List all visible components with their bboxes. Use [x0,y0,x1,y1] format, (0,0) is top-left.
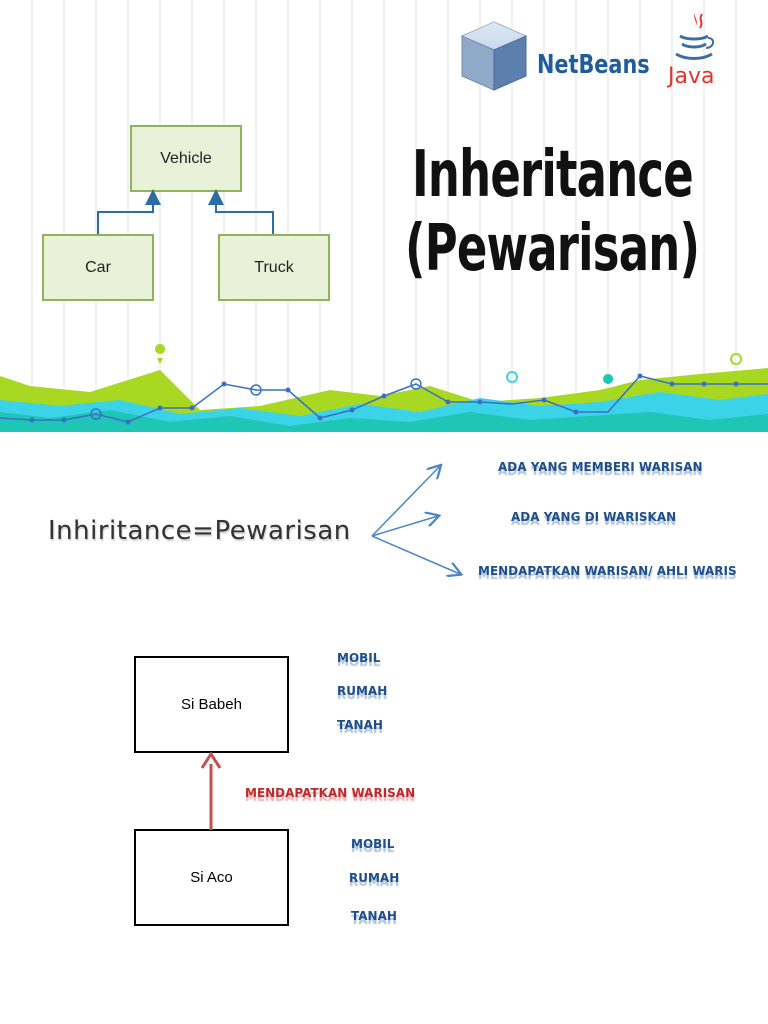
explanation-slide: Inhiritance=Pewarisan ADA YANG MEMBERI W… [0,432,768,1024]
arrow-label-inherit: MENDAPATKAN WARISAN [245,786,416,800]
branch-label-heir: MENDAPATKAN WARISAN/ AHLI WARIS [478,564,737,578]
box-si-babeh: Si Babeh [134,656,289,753]
parent-item-mobil: MOBIL [337,651,381,665]
java-logo-text: Java [668,64,715,89]
uml-inheritance-arrows [97,189,274,234]
background-grid-lines [31,0,737,432]
netbeans-logo-text: NetBeans [537,50,650,80]
box-si-aco: Si Aco [134,829,289,926]
inheritance-arrow-red [200,751,222,830]
branch-label-inherited: ADA YANG DI WARISKAN [511,510,677,524]
uml-class-vehicle: Vehicle [130,125,242,192]
title-line-1: Inheritance [412,138,694,212]
wave-decoration [0,344,768,432]
child-item-mobil: MOBIL [351,837,395,851]
netbeans-cube-icon [460,21,528,91]
uml-class-truck: Truck [218,234,330,301]
inheritance-term: Inhiritance=Pewarisan [48,516,351,546]
title-line-2: (Pewarisan) [405,212,700,286]
java-cup-icon [675,8,714,60]
parent-item-tanah: TANAH [337,718,383,732]
child-item-rumah: RUMAH [349,871,400,885]
parent-item-rumah: RUMAH [337,684,388,698]
child-item-tanah: TANAH [351,909,397,923]
branch-arrows [371,432,768,632]
branch-label-giver: ADA YANG MEMBERI WARISAN [498,460,703,474]
title-slide: NetBeans Java Vehicle Car Truck Inherita… [0,0,768,432]
uml-class-car: Car [42,234,154,301]
